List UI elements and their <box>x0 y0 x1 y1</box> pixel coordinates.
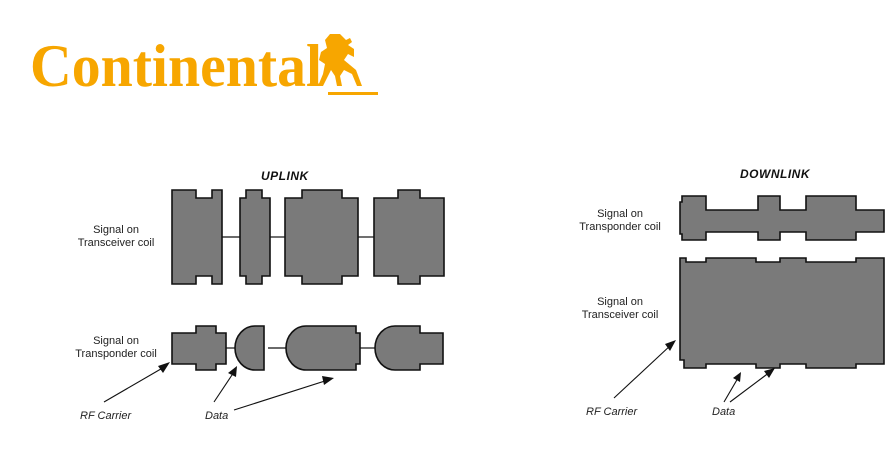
uplink-transceiver-label-line1: Signal on <box>60 224 172 237</box>
uplink-transceiver-label-line2: Transceiver coil <box>60 237 172 250</box>
uplink-transceiver-label: Signal on Transceiver coil <box>60 224 172 250</box>
uplink-transponder-label-line2: Transponder coil <box>58 348 174 361</box>
downlink-transponder-label-line1: Signal on <box>562 208 678 221</box>
uplink-transceiver-signal <box>172 190 444 284</box>
downlink-transceiver-label-line2: Transceiver coil <box>562 309 678 322</box>
downlink-title: DOWNLINK <box>740 167 810 181</box>
downlink-data-label: Data <box>712 406 735 419</box>
downlink-transponder-label: Signal on Transponder coil <box>562 208 678 234</box>
uplink-title: UPLINK <box>261 169 309 183</box>
uplink-data-label: Data <box>205 410 228 423</box>
downlink-transponder-label-line2: Transponder coil <box>562 221 678 234</box>
uplink-transponder-label-line1: Signal on <box>58 335 174 348</box>
downlink-rf-carrier-label: RF Carrier <box>586 406 637 419</box>
uplink-transponder-label: Signal on Transponder coil <box>58 335 174 361</box>
uplink-rf-carrier-label: RF Carrier <box>80 410 131 423</box>
downlink-transponder-signal <box>680 196 884 240</box>
uplink-transponder-signal <box>172 326 443 370</box>
downlink-transceiver-signal <box>680 258 884 368</box>
downlink-transceiver-label-line1: Signal on <box>562 296 678 309</box>
downlink-transceiver-label: Signal on Transceiver coil <box>562 296 678 322</box>
